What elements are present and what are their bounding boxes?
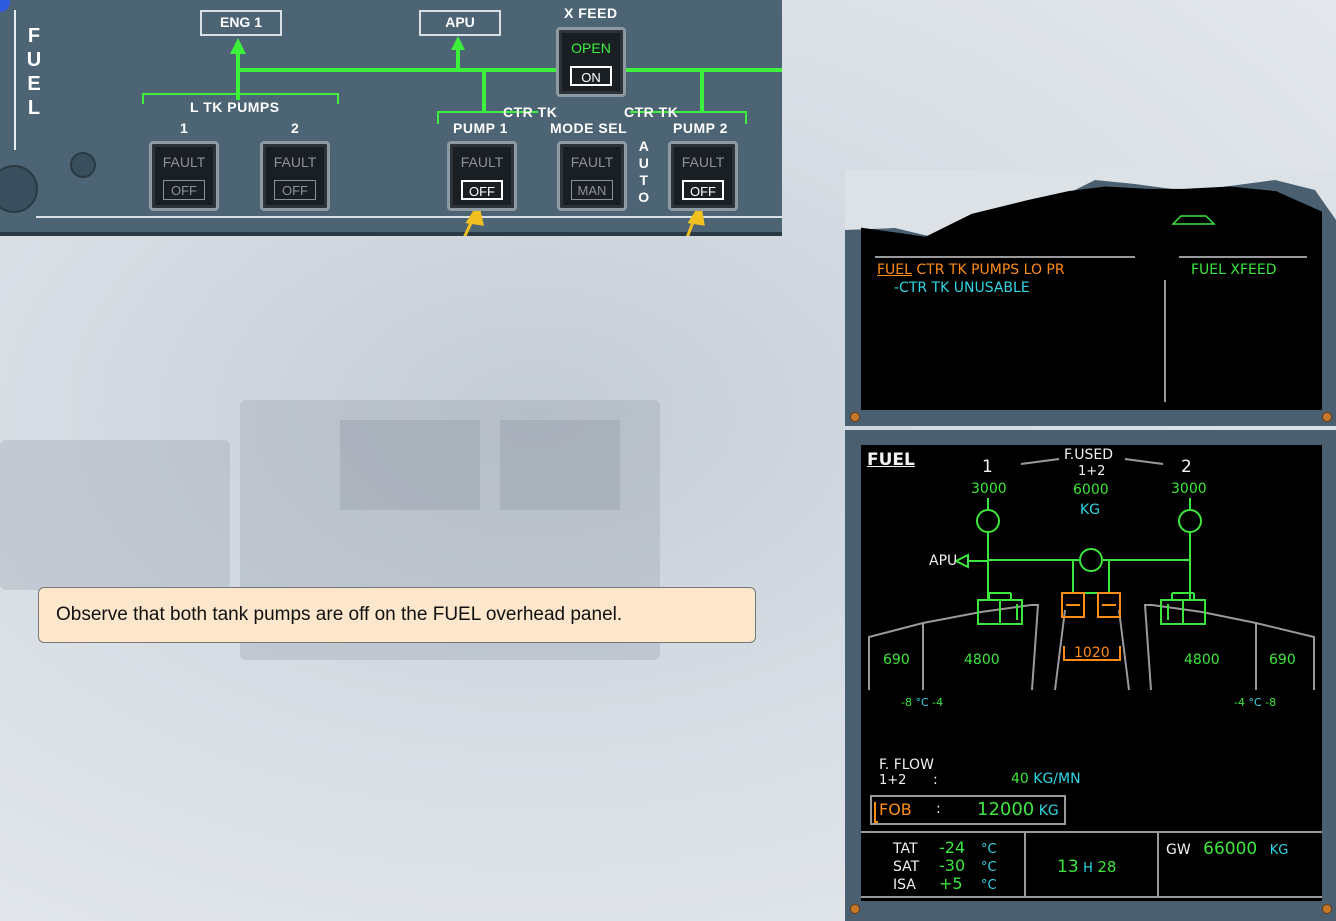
fault-light: FAULT: [681, 154, 725, 170]
screw: [1322, 412, 1332, 422]
eng1-label: 1: [982, 457, 993, 477]
isa-row: ISA+5°C: [893, 874, 997, 894]
panel-divider: [14, 10, 16, 150]
fault-light: FAULT: [162, 154, 206, 170]
fob-colon: :: [936, 801, 941, 817]
background-window: [500, 420, 620, 510]
panel-bottom-line: [36, 216, 782, 218]
off-legend: OFF: [163, 180, 205, 200]
apu-label: APU: [929, 553, 958, 569]
center-tank-qty: 1020: [1074, 645, 1110, 661]
ctr-tk-pump-2-button[interactable]: FAULT OFF: [668, 141, 738, 211]
fob-value: 12000 KG: [977, 799, 1059, 820]
corner-marker: [0, 0, 10, 12]
auto-label: A U T O: [638, 138, 650, 205]
apu-arrow: [451, 36, 465, 50]
ctr-tk-pump-1-button[interactable]: FAULT OFF: [447, 141, 517, 211]
left-tank-temps: -8 °C -4: [901, 696, 944, 709]
off-legend: OFF: [274, 180, 316, 200]
clock: 13 H 28: [1057, 857, 1117, 877]
panel-knob-large: [0, 165, 38, 213]
fuel-system-diagram: [861, 458, 1322, 898]
ewd-memo: FUEL XFEED: [1191, 262, 1277, 278]
eng2-label: 2: [1181, 457, 1192, 477]
pump-brackets: [142, 93, 747, 124]
mode-sel-button[interactable]: FAULT MAN: [557, 141, 627, 211]
xfeed-open-light: OPEN: [571, 40, 611, 56]
sat-row: SAT-30°C: [893, 856, 997, 876]
ewd-warning-action: -CTR TK UNUSABLE: [894, 280, 1030, 296]
mode-sel-label: MODE SEL: [550, 120, 628, 136]
right-inner-tank-qty: 4800: [1184, 652, 1220, 668]
l-tk-pump-1-button[interactable]: FAULT OFF: [149, 141, 219, 211]
screw: [1322, 904, 1332, 914]
total-fuel-used: 6000: [1073, 482, 1109, 498]
fuel-used-unit: KG: [1080, 502, 1101, 518]
ctr-tk-right-label: CTR TK: [624, 104, 679, 120]
fuel-flow-label: F. FLOW: [879, 757, 934, 773]
ctr-tk-left-label: CTR TK: [503, 104, 558, 120]
fuel-flow-value: 40 KG/MN: [1011, 771, 1081, 787]
off-legend: OFF: [682, 180, 724, 200]
fused-sub-label: 1+2: [1078, 464, 1106, 479]
xfeed-button[interactable]: OPEN ON: [556, 27, 626, 97]
pump1-label: PUMP 1: [453, 120, 508, 136]
l-tk-pump-1-label: 1: [180, 120, 189, 136]
man-legend: MAN: [571, 180, 613, 200]
pump2-label: PUMP 2: [673, 120, 728, 136]
ewd-screen: FUEL CTR TK PUMPS LO PR -CTR TK UNUSABLE…: [861, 186, 1322, 410]
eng1-fuel-used: 3000: [971, 481, 1007, 497]
fuel-flow-sub-label: 1+2: [879, 773, 907, 788]
fuel-bus-diagram: [142, 36, 782, 236]
fuel-flow-colon: :: [933, 772, 938, 788]
eng1-box: ENG 1: [200, 10, 282, 36]
right-tank-temps: -4 °C -8: [1234, 696, 1277, 709]
left-inner-tank-qty: 4800: [964, 652, 1000, 668]
fault-light: FAULT: [460, 154, 504, 170]
instruction-callout: Observe that both tank pumps are off on …: [38, 587, 756, 643]
l-tk-pump-2-label: 2: [291, 120, 300, 136]
l-tk-pumps-label: L TK PUMPS: [190, 99, 280, 115]
fuel-overhead-panel: FUEL ENG 1 APU X FEED OPEN ON L TK PUMPS: [0, 0, 782, 236]
panel-title: FUEL: [26, 25, 42, 119]
off-legend: OFF: [461, 180, 503, 200]
sd-screen: FUEL 1 2 F.USED 1+2 3000 6000 KG 3000 AP…: [861, 445, 1322, 901]
background-vehicle-left: [0, 440, 230, 590]
xfeed-label: X FEED: [564, 5, 618, 21]
tat-row: TAT-24°C: [893, 838, 997, 858]
gross-weight: GW 66000 KG: [1166, 839, 1289, 859]
apu-box: APU: [419, 10, 501, 36]
ewd-warning: FUEL CTR TK PUMPS LO PR: [877, 262, 1065, 278]
xfeed-on-legend: ON: [570, 66, 612, 86]
fault-light: FAULT: [273, 154, 317, 170]
eng1-arrow: [230, 38, 246, 54]
fused-label: F.USED: [1064, 447, 1114, 463]
screw: [850, 412, 860, 422]
right-outer-tank-qty: 690: [1269, 652, 1296, 668]
fob-label: FOB: [879, 800, 912, 819]
bus-lines: [236, 50, 782, 112]
fault-light: FAULT: [570, 154, 614, 170]
sd-page-title: FUEL: [867, 450, 915, 470]
left-outer-tank-qty: 690: [883, 652, 910, 668]
background-window: [340, 420, 480, 510]
panel-knob: [70, 152, 96, 178]
screw: [850, 904, 860, 914]
l-tk-pump-2-button[interactable]: FAULT OFF: [260, 141, 330, 211]
eng2-fuel-used: 3000: [1171, 481, 1207, 497]
